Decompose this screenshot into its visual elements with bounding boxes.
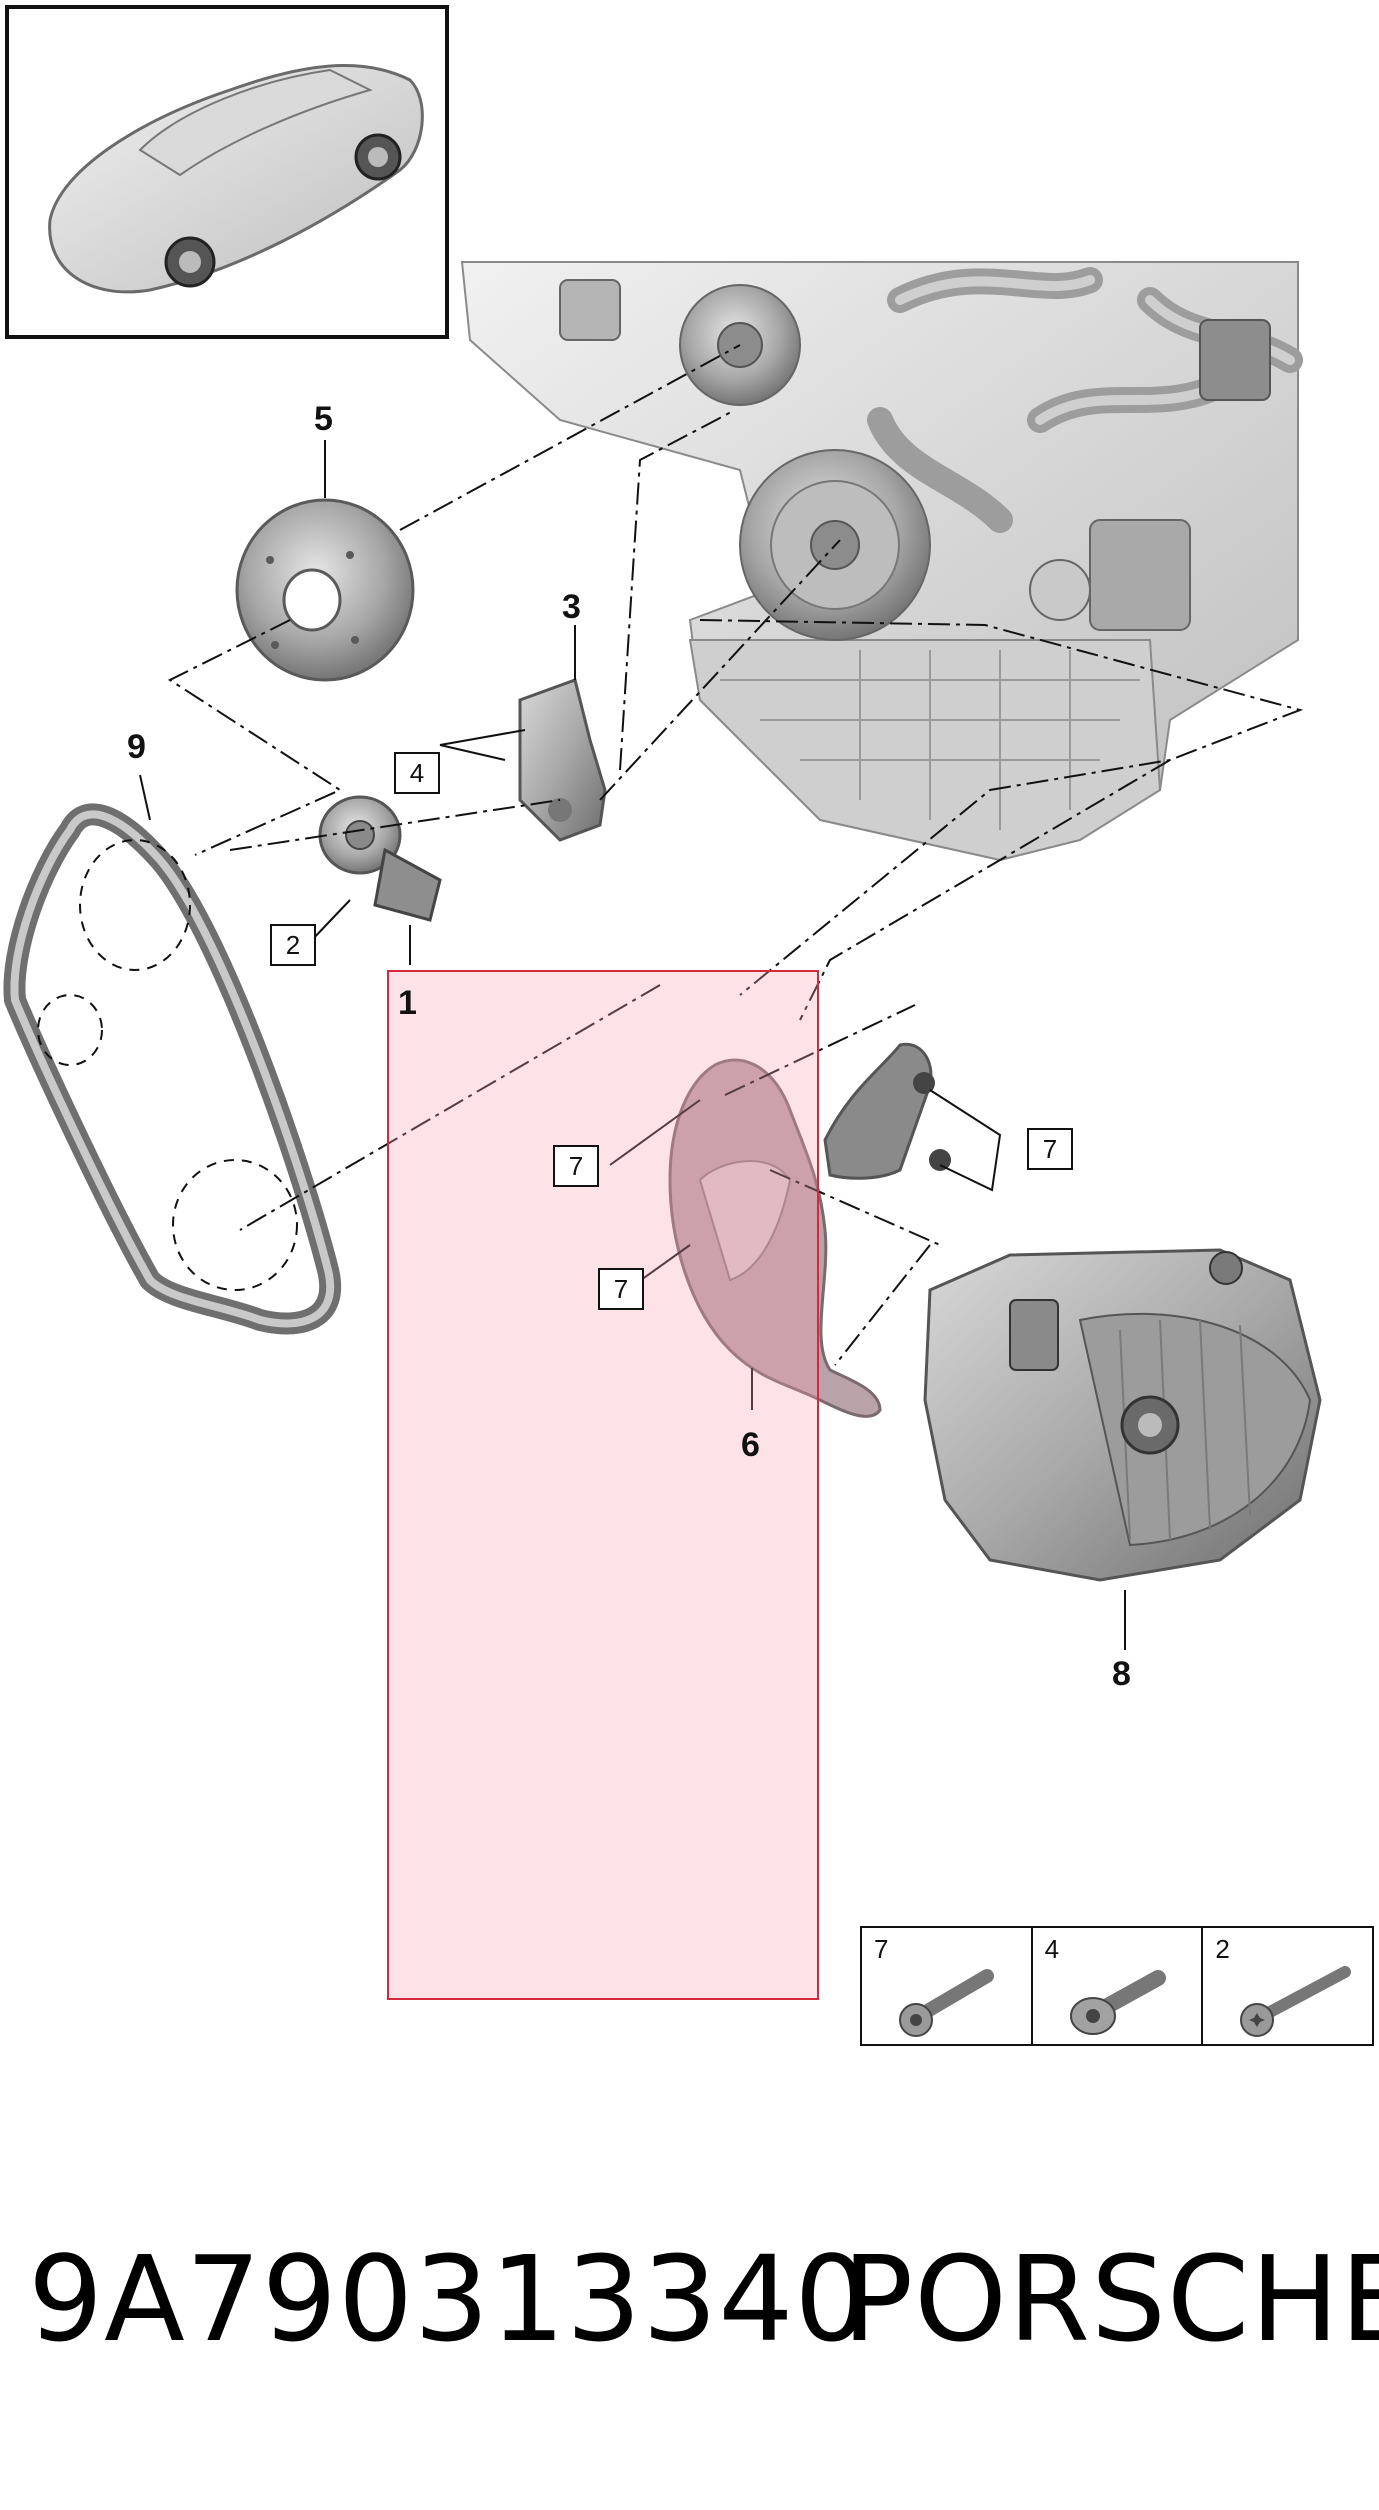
- legend-label: 2: [1215, 1934, 1230, 1964]
- engine-block: [460, 261, 1303, 862]
- callout-9: 9: [127, 728, 146, 766]
- fastener-legend: 7 4 2: [860, 1926, 1374, 2046]
- callout-6: 6: [741, 1426, 760, 1464]
- callout-5: 5: [314, 400, 333, 438]
- callout-2: 2: [270, 924, 316, 966]
- tensioner-pulley-part-1: [318, 795, 442, 922]
- hex-socket-bolt-icon: [899, 1969, 994, 2037]
- highlight-selection-box: [387, 970, 819, 2000]
- callout-4: 4: [394, 752, 440, 794]
- assembly-leader-lines: [167, 344, 1304, 1366]
- legend-item-2: 2: [1203, 1928, 1372, 2044]
- compressor-bracket-part-6: [668, 1042, 951, 1418]
- torx-bolt-icon: [1240, 1966, 1352, 2037]
- callout-7-lower: 7: [598, 1268, 644, 1310]
- footer: 9A790313340 PORSCHE: [0, 2240, 1379, 2380]
- callout-8: 8: [1112, 1655, 1131, 1693]
- ac-compressor-part-8: [923, 1248, 1322, 1582]
- legend-label: 4: [1044, 1934, 1060, 1964]
- flange-bolt-icon: [1069, 1970, 1166, 2035]
- brand-name: PORSCHE: [842, 2230, 1379, 2368]
- legend-item-7: 7: [862, 1928, 1033, 2044]
- callout-1: 1: [398, 984, 417, 1022]
- part-number: 9A790313340: [28, 2230, 871, 2368]
- car-thumbnail-image: [5, 5, 449, 339]
- callout-7-upper: 7: [553, 1145, 599, 1187]
- callout-3: 3: [562, 588, 581, 626]
- callout-7-right: 7: [1027, 1128, 1073, 1170]
- pulley-part-5: [235, 498, 415, 682]
- legend-item-4: 4: [1033, 1928, 1204, 2044]
- callout-leaders: [139, 440, 1126, 1650]
- tensioner-bracket-part-3: [518, 678, 607, 842]
- ribbed-belt-part-9: [3, 803, 341, 1335]
- legend-label: 7: [874, 1934, 889, 1964]
